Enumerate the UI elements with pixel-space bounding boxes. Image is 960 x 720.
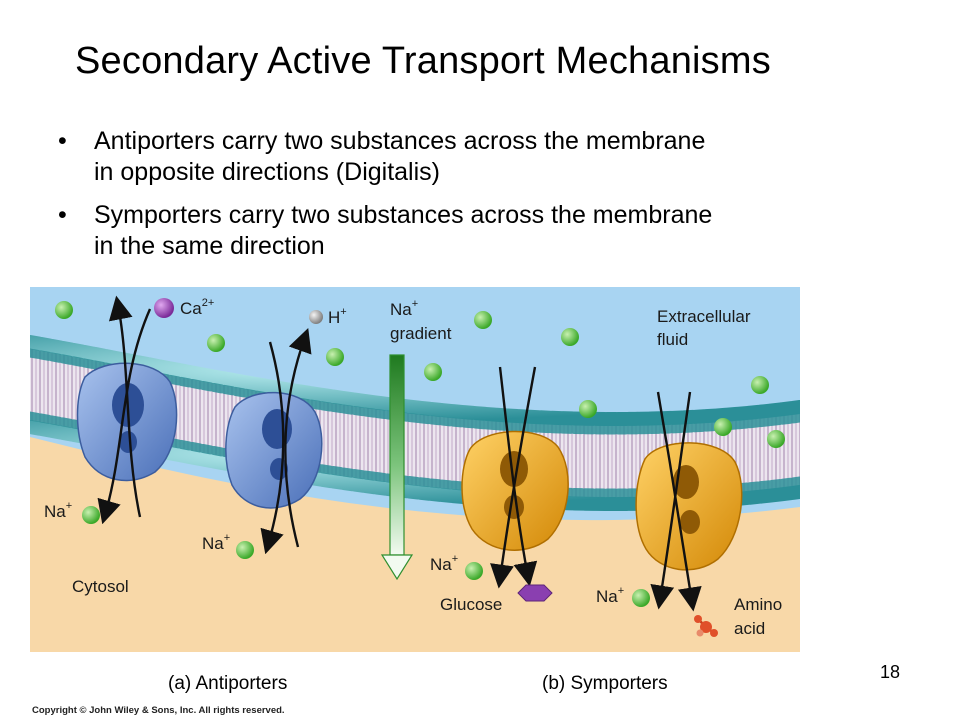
calcium-ion — [154, 298, 174, 318]
extracellular-label-line1: Extracellular — [657, 307, 751, 326]
na-label-antiporter-1: Na+ — [44, 500, 72, 521]
na-label-symporter-2: Na+ — [596, 585, 624, 606]
bullet-line: in opposite directions (Digitalis) — [94, 158, 440, 186]
transport-arrows — [97, 295, 702, 612]
glucose-label: Glucose — [440, 595, 502, 614]
gradient-label-line1: Na+ — [390, 298, 418, 319]
symporter-protein-2 — [635, 442, 743, 571]
na-label-antiporter-2: Na+ — [202, 532, 230, 553]
sodium-ions — [55, 301, 785, 607]
bullet-line: Antiporters carry two substances across … — [94, 127, 706, 155]
sodium-gradient-arrow — [380, 354, 414, 581]
bullet-dot-icon: • — [58, 201, 67, 229]
cytosol-label: Cytosol — [72, 577, 129, 596]
bullet-symporters: • Symporters carry two substances across… — [58, 200, 918, 262]
amino-acid-label-line1: Amino — [734, 595, 782, 614]
hydrogen-ion — [309, 310, 323, 324]
bullet-dot-icon: • — [58, 127, 67, 155]
slide-number: 18 — [880, 662, 901, 682]
gradient-label-line2: gradient — [390, 324, 452, 343]
slide-title: Secondary Active Transport Mechanisms — [75, 40, 771, 82]
bullet-list: • Antiporters carry two substances acros… — [58, 126, 918, 274]
cytosol-region — [30, 437, 800, 652]
ca-label: Ca2+ — [180, 297, 214, 318]
na-label-symporter-1: Na+ — [430, 553, 458, 574]
glucose-molecule — [517, 584, 553, 602]
extracellular-label-line2: fluid — [657, 330, 688, 349]
antiporter-protein-2 — [225, 391, 323, 509]
bullet-line: in the same direction — [94, 232, 325, 260]
transport-diagram: Ca2+ H+ Na+ gradient Extracellular fluid… — [30, 287, 800, 652]
caption-symporters: (b) Symporters — [542, 673, 668, 694]
bullet-line: Symporters carry two substances across t… — [94, 201, 713, 229]
amino-acid-label-line2: acid — [734, 619, 765, 638]
antiporter-protein-1 — [76, 362, 178, 482]
caption-antiporters: (a) Antiporters — [168, 673, 288, 694]
h-label: H+ — [328, 306, 347, 327]
amino-acid-molecule — [694, 615, 718, 637]
bullet-antiporters: • Antiporters carry two substances acros… — [58, 126, 918, 188]
copyright-notice: Copyright © John Wiley & Sons, Inc. All … — [32, 705, 285, 716]
